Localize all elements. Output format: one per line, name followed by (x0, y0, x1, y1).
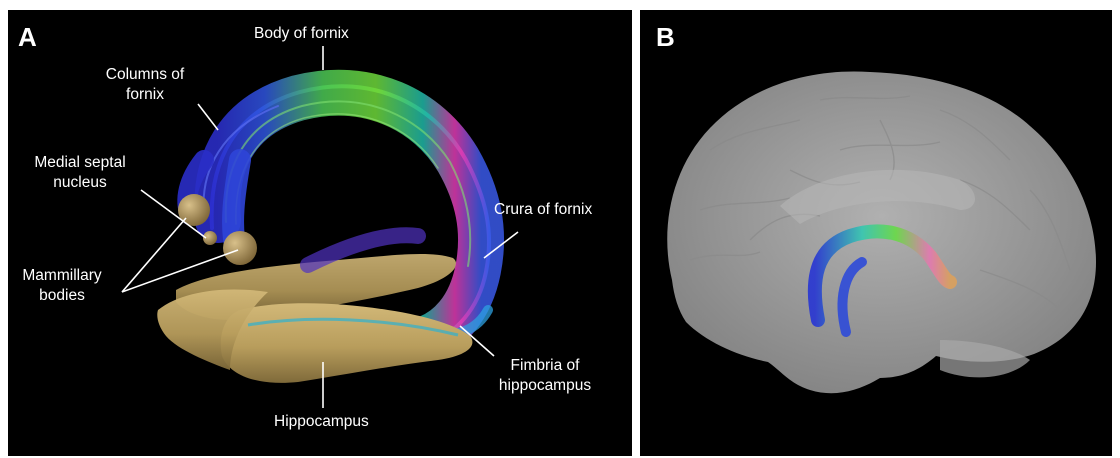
label-mammillary-line1: Mammillary (12, 266, 112, 286)
label-fimbria-line1: Fimbria of (486, 356, 604, 376)
label-septal-line1: Medial septal (24, 153, 136, 173)
panel-a: A Body of fornix Columns of fornix Media… (8, 10, 632, 456)
label-columns-of-fornix: Columns of fornix (96, 65, 194, 105)
label-columns-line1: Columns of (96, 65, 194, 85)
label-fimbria-of-hippocampus: Fimbria of hippocampus (486, 356, 604, 396)
label-crura-of-fornix: Crura of fornix (494, 200, 592, 220)
label-columns-line2: fornix (96, 85, 194, 105)
brain-sagittal-render (640, 10, 1112, 456)
label-medial-septal-nucleus: Medial septal nucleus (24, 153, 136, 193)
label-hippocampus: Hippocampus (274, 412, 369, 432)
panel-b: B (640, 10, 1112, 456)
label-septal-line2: nucleus (24, 173, 136, 193)
label-fimbria-line2: hippocampus (486, 376, 604, 396)
label-mammillary-bodies: Mammillary bodies (12, 266, 112, 306)
label-mammillary-line2: bodies (12, 286, 112, 306)
label-body-of-fornix: Body of fornix (254, 24, 349, 44)
mammillary-body-large (223, 231, 257, 265)
panel-a-letter: A (18, 24, 37, 50)
panel-b-letter: B (656, 24, 675, 50)
